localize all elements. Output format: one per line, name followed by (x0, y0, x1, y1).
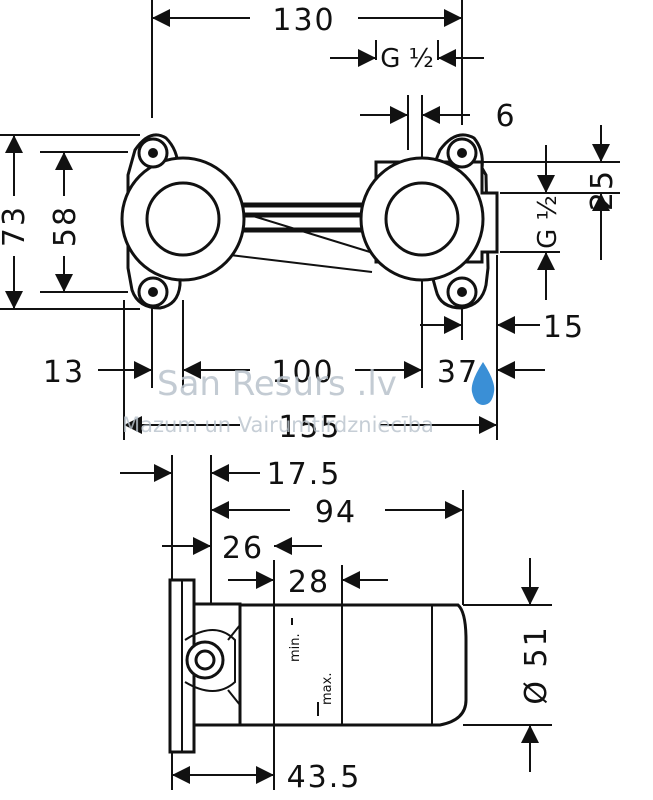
valve-body-side (168, 578, 468, 754)
dim-15: 15 (543, 310, 585, 345)
dim-100: 100 (271, 355, 334, 390)
dim-37: 37 (437, 355, 479, 390)
dim-73: 73 (0, 205, 32, 247)
label-max: max. (320, 673, 335, 705)
dim-28: 28 (288, 565, 330, 600)
watermark-title: San Resurs .lv (157, 364, 397, 404)
dim-155: 155 (278, 410, 341, 445)
watermark-subtitle: Mazum un Vairumtirdzniecība (122, 413, 434, 437)
dim-13: 13 (43, 355, 85, 390)
dim-58: 58 (48, 205, 83, 247)
dim-26: 26 (222, 531, 264, 566)
dim-130: 130 (272, 3, 335, 38)
top-view: 130 G ½ 6 73 58 25 G ½ 13 100 37 (0, 0, 620, 445)
dim-g-half-top: G ½ (380, 44, 434, 74)
dim-17-5: 17.5 (267, 457, 342, 492)
dim-25: 25 (585, 169, 620, 211)
dim-94: 94 (315, 495, 357, 530)
dim-43-5: 43.5 (287, 760, 362, 795)
watermark: San Resurs .lv Mazum un Vairumtirdzniecī… (122, 362, 495, 437)
label-min: min. (288, 633, 303, 662)
dim-6: 6 (495, 99, 516, 134)
dim-diameter-51: Ø 51 (519, 625, 554, 704)
dim-g-half-right: G ½ (533, 195, 563, 249)
water-drop-icon (471, 362, 495, 405)
side-view: min. max. 17.5 94 26 28 Ø 51 43.5 (120, 455, 554, 795)
mounting-bracket (120, 133, 499, 310)
